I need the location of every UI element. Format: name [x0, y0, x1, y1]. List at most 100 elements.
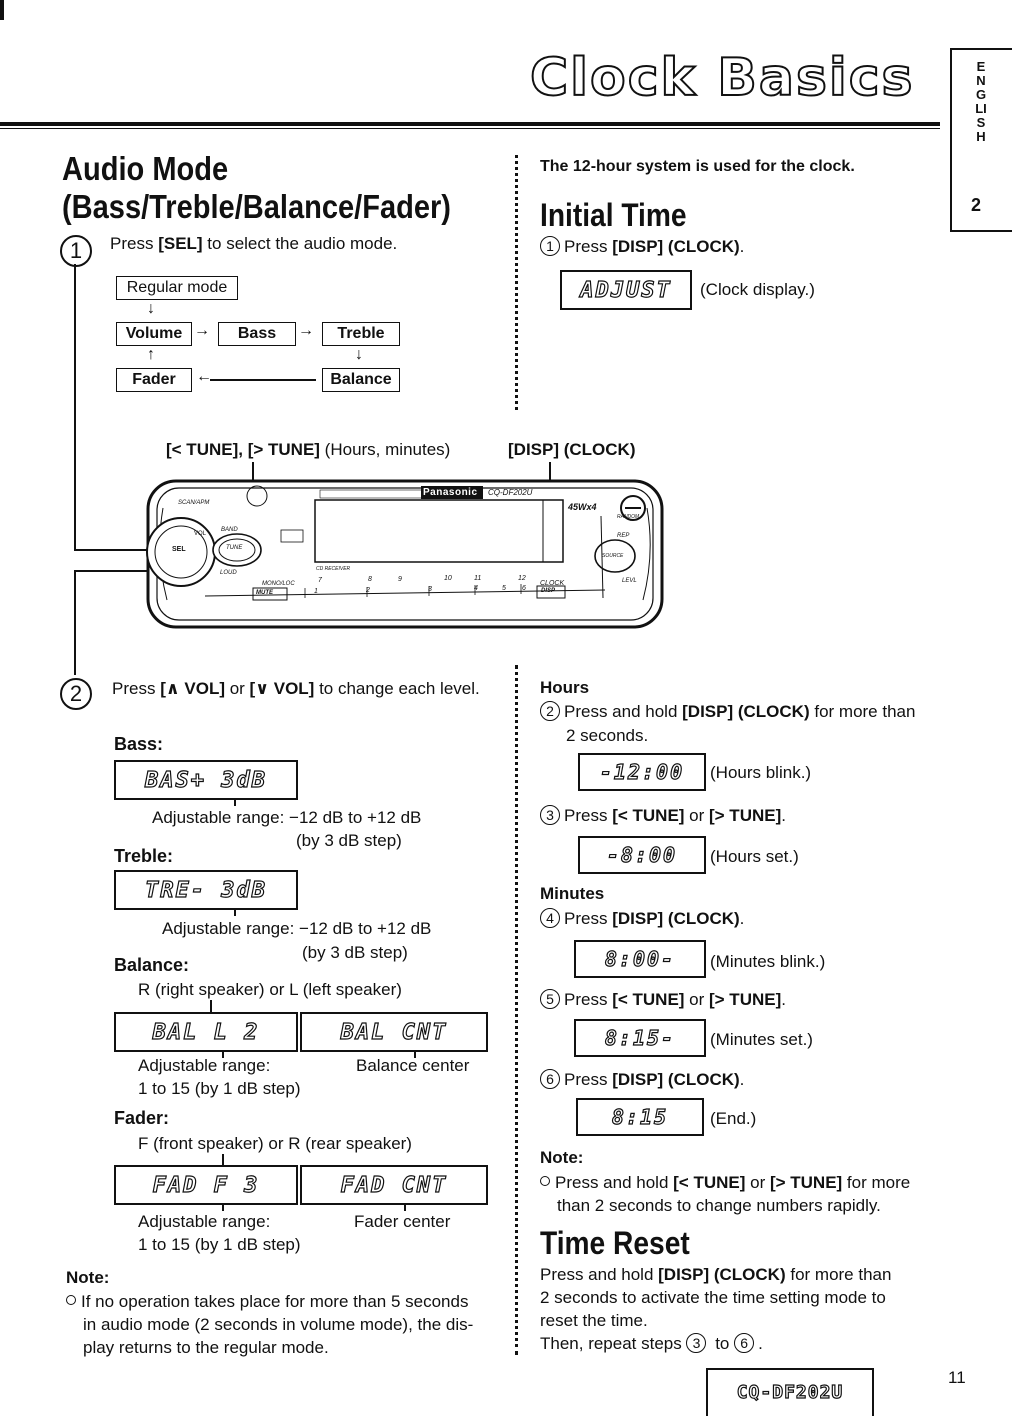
device-preset-10[interactable]: 10 — [444, 575, 452, 582]
lcd-pointer — [234, 908, 236, 916]
caption-minutes-set: (Minutes set.) — [710, 1030, 813, 1049]
language-tab-number: 2 — [971, 195, 982, 215]
device-loud-button[interactable]: LOUD — [220, 570, 237, 576]
lcd-minutes-blink: 8:00- — [574, 940, 706, 978]
time-reset-title: Time Reset — [540, 1225, 690, 1261]
device-preset-11[interactable]: 11 — [474, 575, 482, 582]
device-preset-3[interactable]: 3 — [428, 586, 432, 593]
step-6-marker: 6 — [540, 1069, 560, 1089]
arrow-up-icon: ↑ — [147, 346, 155, 363]
arrow-down-icon: ↓ — [147, 300, 155, 317]
hours-title: Hours — [540, 678, 590, 697]
lcd-pointer — [222, 1050, 224, 1058]
balance-range-values: 1 to 15 (by 1 dB step) — [138, 1079, 301, 1098]
step-3-marker: 3 — [686, 1333, 707, 1353]
caption-minutes-blink: (Minutes blink.) — [710, 952, 826, 971]
lcd-pointer — [222, 1154, 224, 1166]
fader-range-values: 1 to 15 (by 1 dB step) — [138, 1235, 301, 1254]
lcd-fader-center: FAD CNT — [300, 1165, 488, 1205]
step-1-marker: 1 — [60, 235, 92, 267]
audio-title-line1: Audio Mode — [62, 150, 229, 187]
header-rule-thin — [0, 128, 940, 129]
device-preset-1[interactable]: 1 — [314, 588, 318, 595]
bass-step: (by 3 dB step) — [296, 831, 402, 850]
step-1-marker: 1 — [540, 236, 560, 256]
device-vol-button[interactable]: VOL — [194, 531, 207, 537]
lcd-balance-center: BAL CNT — [300, 1012, 488, 1052]
step-6-marker: 6 — [734, 1333, 755, 1353]
lcd-balance-left: BAL L 2 — [114, 1012, 298, 1052]
step-2-marker: 2 — [60, 678, 92, 710]
device-band-button[interactable]: BAND — [221, 527, 238, 533]
fader-center-caption: Fader center — [354, 1212, 451, 1231]
device-preset-9[interactable]: 9 — [398, 576, 402, 583]
fader-desc: F (front speaker) or R (rear speaker) — [138, 1134, 412, 1153]
header-rule — [0, 122, 940, 126]
device-preset-8[interactable]: 8 — [368, 576, 372, 583]
device-brand-logo: Panasonic — [423, 487, 478, 498]
fader-label: Fader: — [114, 1108, 170, 1128]
device-source-button[interactable]: SOURCE — [602, 553, 624, 559]
flow-bass: Bass — [218, 322, 296, 346]
leader-line-step1-h — [74, 549, 174, 551]
page-number: 11 — [948, 1368, 966, 1387]
lcd-pointer — [234, 798, 236, 806]
device-monoloc-label: MONO/LOC — [262, 581, 295, 587]
lcd-pointer — [222, 1203, 224, 1211]
treble-step: (by 3 dB step) — [302, 943, 408, 962]
device-tune-button[interactable]: TUNE — [226, 545, 243, 551]
audio-note-text: If no operation takes place for more tha… — [66, 1290, 506, 1359]
audio-step1-text: Press [SEL] to select the audio mode. — [110, 234, 398, 253]
device-random-button[interactable]: RANDOM — [617, 514, 640, 520]
clock-step2-line2: 2 seconds. — [566, 726, 649, 745]
bass-range: Adjustable range: −12 dB to +12 dB — [152, 808, 422, 827]
treble-label: Treble: — [114, 846, 174, 866]
balance-range: Adjustable range: — [138, 1056, 271, 1075]
step-5-marker: 5 — [540, 989, 560, 1009]
caption-clock-display: (Clock display.) — [700, 280, 815, 299]
lcd-minutes-set: 8:15- — [574, 1019, 706, 1057]
device-sel-button[interactable]: SEL — [172, 546, 186, 553]
caption-hours-blink: (Hours blink.) — [710, 763, 812, 782]
column-divider-bottom — [515, 665, 518, 1355]
clock-note-title: Note: — [540, 1148, 584, 1167]
language-tab-text: ENGLISH — [975, 59, 987, 144]
bass-label: Bass: — [114, 734, 164, 754]
device-preset-12[interactable]: 12 — [518, 575, 526, 582]
arrow-right-icon: → — [298, 322, 314, 339]
initial-time-title: Initial Time — [540, 197, 687, 233]
leader-line-step2-h — [74, 570, 174, 572]
device-disp-button[interactable]: DISP — [541, 588, 556, 594]
flow-balance: Balance — [322, 368, 400, 392]
device-cd-receiver: CD RECEIVER — [316, 566, 351, 572]
device-preset-5[interactable]: 5 — [502, 585, 506, 592]
device-levl-button[interactable]: LEVL — [622, 578, 637, 584]
device-preset-6[interactable]: 6 — [522, 585, 526, 592]
lcd-bass: BAS+ 3dB — [114, 760, 298, 800]
device-rep-button[interactable]: REP — [617, 533, 630, 539]
audio-mode-title: Audio Mode (Bass/Treble/Balance/Fader) — [62, 150, 451, 226]
language-tab — [950, 48, 1012, 232]
flow-treble: Treble — [322, 322, 400, 346]
lcd-pointer — [414, 1050, 416, 1058]
lcd-adjust: ADJUST — [560, 270, 692, 310]
balance-center-caption: Balance center — [356, 1056, 470, 1075]
step-4-marker: 4 — [540, 908, 560, 928]
device-preset-7[interactable]: 7 — [318, 577, 322, 584]
flow-volume: Volume — [116, 322, 192, 346]
device-preset-4[interactable]: 4 — [474, 585, 478, 592]
device-label-tune: [< TUNE], [> TUNE] (Hours, minutes) — [166, 440, 451, 459]
balance-label: Balance: — [114, 955, 190, 975]
flow-regular-mode: Regular mode — [116, 276, 238, 300]
caption-hours-set: (Hours set.) — [710, 847, 799, 866]
bullet-icon — [66, 1295, 76, 1305]
audio-note-title: Note: — [66, 1268, 110, 1287]
leader-line-step2 — [74, 570, 76, 675]
device-mute-button[interactable]: MUTE — [256, 590, 273, 596]
lcd-fader-front: FAD F 3 — [114, 1165, 298, 1205]
device-preset-2[interactable]: 2 — [366, 587, 370, 594]
footer-model: CQ-DF202U — [736, 1381, 844, 1403]
